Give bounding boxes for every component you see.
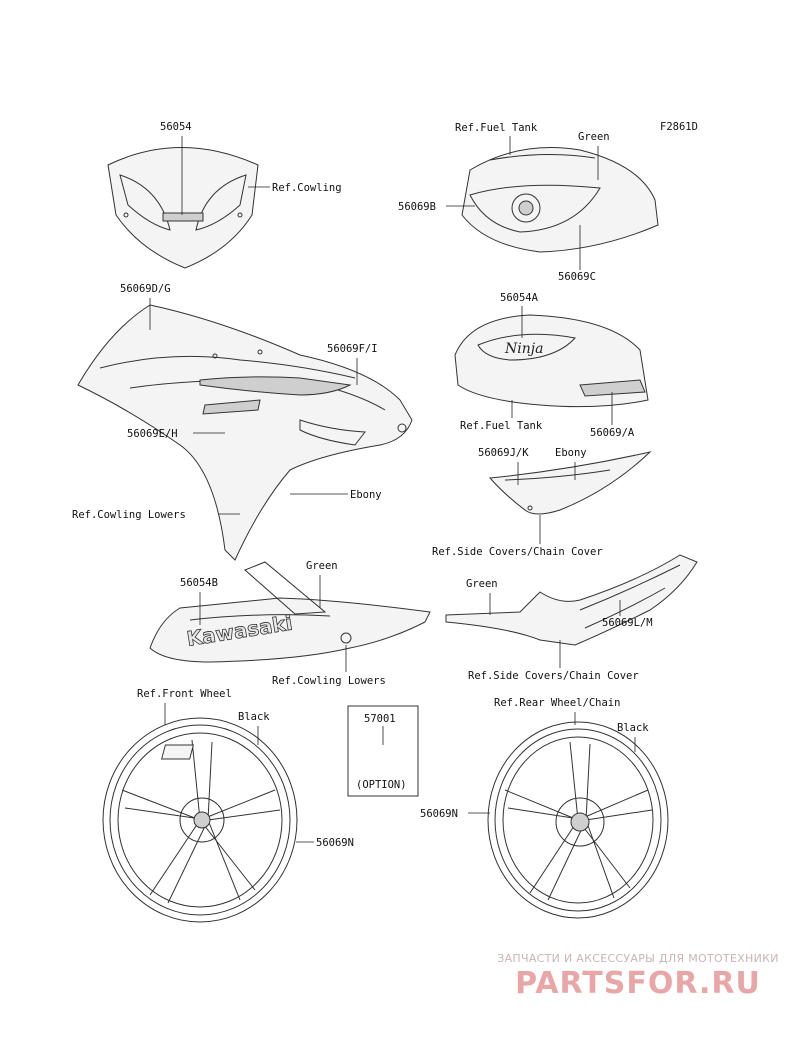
part-number-56069FI: 56069F/I [327,343,378,355]
option-part-shape [160,744,195,760]
ref-rear-wheel-label: Ref.Rear Wheel/Chain [494,697,620,709]
black-front-label: Black [238,711,270,723]
watermark-caption: ЗАПЧАСТИ И АКСЕССУАРЫ ДЛЯ МОТОТЕХНИКИ [497,952,779,965]
ninja-decal-text: Ninja [504,341,543,357]
black-rear-label: Black [617,722,649,734]
chain-cover-part [445,554,698,646]
part-number-56069A: 56069/A [590,427,635,439]
diagram-code: F2861D [660,121,698,133]
part-number-56069N-rear: 56069N [420,808,458,820]
ref-cowling-label: Ref.Cowling [272,182,342,194]
upper-cowling-part [77,304,413,561]
part-number-56069B: 56069B [398,201,436,213]
ref-fuel-tank-mid-label: Ref.Fuel Tank [460,420,543,432]
option-label: (OPTION) [356,779,407,791]
front-wheel-part [102,717,298,923]
fuel-tank-side-part: Ninja [454,314,649,408]
watermark-logo: PARTSFOR.RU [515,966,761,1001]
ref-cowling-lowers-center-label: Ref.Cowling Lowers [272,675,386,687]
part-number-56069EH: 56069E/H [127,428,178,440]
option-box [160,705,419,797]
fuel-tank-top-part [461,147,659,253]
part-number-56069JK: 56069J/K [478,447,529,459]
ref-front-wheel-label: Ref.Front Wheel [137,688,232,700]
ref-fuel-tank-top-label: Ref.Fuel Tank [455,122,538,134]
part-number-56054A: 56054A [500,292,539,304]
part-number-56069C: 56069C [558,271,596,283]
lower-cowling-part: Kawasaki [149,561,431,663]
part-number-56054B: 56054B [180,577,218,589]
ref-cowling-lowers-left-label: Ref.Cowling Lowers [72,509,186,521]
side-cover-part [488,451,652,515]
ref-side-covers-2-label: Ref.Side Covers/Chain Cover [468,670,639,682]
part-number-56069LM: 56069L/M [602,617,653,629]
windscreen-decal [162,212,204,222]
part-number-56069N-front: 56069N [316,837,354,849]
green-chain-label: Green [466,578,498,590]
part-number-56069DG: 56069D/G [120,283,171,295]
green-tank-label: Green [578,131,610,143]
rear-wheel-part [487,721,669,919]
part-number-57001: 57001 [364,713,396,725]
ebony-side-label: Ebony [555,447,587,459]
windscreen-part [107,147,259,269]
ref-side-covers-1-label: Ref.Side Covers/Chain Cover [432,546,603,558]
part-number-56054: 56054 [160,121,192,133]
green-lower-label: Green [306,560,338,572]
ebony-cowl-label: Ebony [350,489,382,501]
